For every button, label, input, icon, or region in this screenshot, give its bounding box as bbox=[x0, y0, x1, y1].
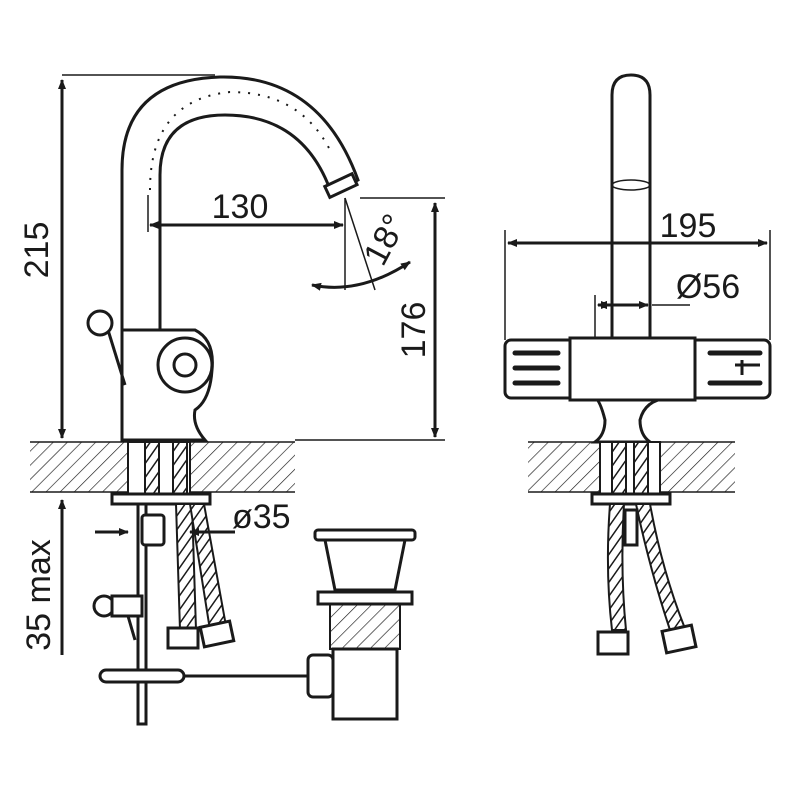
dim-body-diameter: Ø56 bbox=[676, 268, 740, 306]
spout-front bbox=[610, 73, 652, 340]
dim-spout-height: 176 bbox=[395, 302, 433, 359]
cartridge-center bbox=[172, 352, 198, 378]
dim-max-thickness: 35 max bbox=[20, 539, 58, 651]
dim-total-width: 195 bbox=[660, 207, 717, 245]
lever-arm bbox=[106, 329, 127, 386]
lever-knob bbox=[86, 309, 114, 337]
side-view: 215 35 max 130 18° 176 ø35 bbox=[18, 74, 445, 726]
mounting-plate bbox=[110, 492, 212, 506]
pop-up-lever bbox=[98, 668, 186, 684]
aerator bbox=[322, 171, 360, 200]
handle-right bbox=[686, 338, 772, 400]
spout bbox=[120, 75, 360, 337]
dim-total-height: 215 bbox=[18, 222, 56, 279]
front-view: 195 Ø56 bbox=[503, 73, 772, 656]
dim-hole-diameter: ø35 bbox=[232, 498, 291, 536]
dim-spout-reach: 130 bbox=[212, 188, 269, 226]
pop-up-drain bbox=[313, 528, 417, 721]
